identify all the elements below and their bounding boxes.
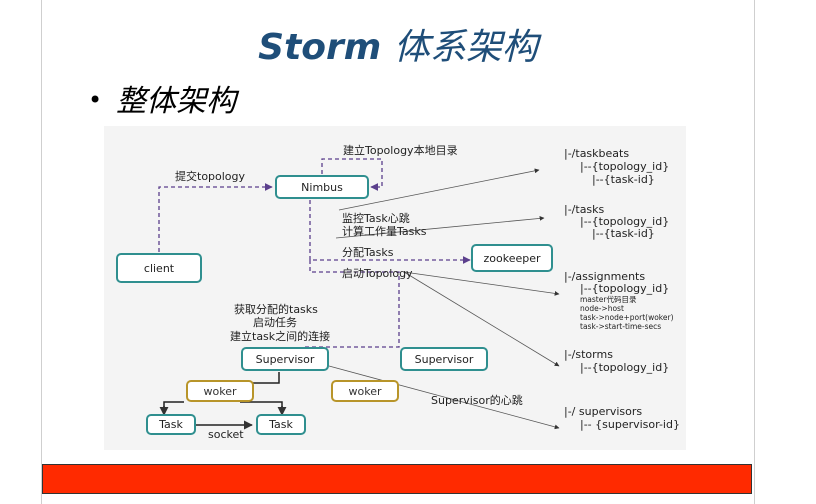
label-submit: 提交topology [175,170,246,183]
label-start-tasks: 启动任务 [253,316,297,329]
zk-assign-detail-1: master代码目录 [580,295,637,304]
zk-assign-detail-3: task->node+port(woker) [580,313,674,322]
bullet-item: • 整体架构 [88,76,236,120]
label-socket: socket [208,428,244,441]
worker-node-2: woker [331,380,399,402]
local-dir-loop [321,158,383,191]
line-to-supervisors [328,365,560,430]
label-monitor: 监控Task心跳 [342,212,410,225]
label-local-dir: 建立Topology本地目录 [343,144,458,157]
zk-assignments: |-/assignments [564,270,646,283]
footer-red-bar [42,464,752,494]
start-topology-arrow [300,260,400,358]
supervisor-node-1: Supervisor [241,347,329,371]
slide-title: Storm 体系架构 [42,18,754,70]
architecture-diagram: Nimbus client zookeeper Supervisor Super… [104,126,686,450]
line-to-storms [403,271,560,367]
supervisor-node-2: Supervisor [400,347,488,371]
submit-arrow [158,183,273,252]
zk-tasks-topology: |--{topology_id} [580,215,670,228]
task-node-1: Task [146,414,196,435]
zk-assignments-topology: |--{topology_id} [580,282,670,295]
zk-assign-detail-2: node->host [580,304,624,313]
zk-tasks: |-/tasks [564,203,605,216]
title-english: Storm [258,27,382,68]
zk-supervisors: |-/ supervisors [564,405,643,418]
bullet-dot-icon: • [88,86,103,114]
label-calc: 计算工作量Tasks [342,225,427,238]
nimbus-node: Nimbus [275,175,369,199]
line-to-tasks [335,216,545,239]
label-start-topology: 启动Topology [342,267,413,280]
zk-taskbeats-task: |--{task-id} [592,173,655,186]
line-to-taskbeats [338,168,540,211]
label-get-tasks: 获取分配的tasks [234,303,318,316]
line-to-assignments [403,271,560,296]
zk-storms: |-/storms [564,348,613,361]
worker-node-1: woker [186,380,254,402]
zk-storms-topology: |--{topology_id} [580,361,670,374]
zk-supervisors-id: |-- {supervisor-id} [580,418,680,431]
zk-taskbeats-topology: |--{topology_id} [580,160,670,173]
task-node-2: Task [256,414,306,435]
zk-taskbeats: |-/taskbeats [564,147,630,160]
zk-assign-detail-4: task->start-time-secs [580,322,662,331]
zk-tasks-task: |--{task-id} [592,227,655,240]
label-connect: 建立task之间的连接 [230,330,331,343]
zookeeper-node: zookeeper [471,244,553,272]
label-assign: 分配Tasks [342,246,394,259]
label-heartbeat: Supervisor的心跳 [431,394,523,407]
title-chinese: 体系架构 [393,27,538,68]
bullet-text: 整体架构 [116,84,237,119]
client-node: client [116,253,202,283]
